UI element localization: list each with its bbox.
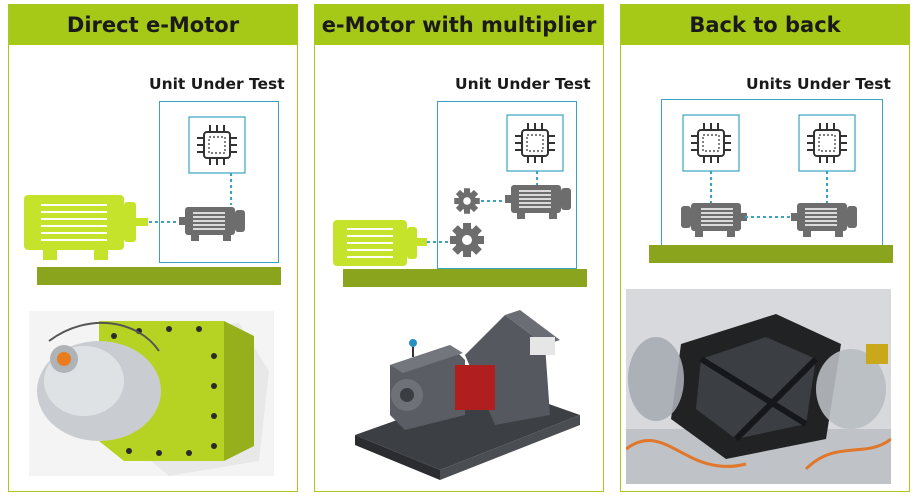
bench-base	[343, 269, 587, 287]
electric-motor-icon	[790, 202, 858, 238]
panel-title: e-Motor with multiplier	[315, 5, 603, 45]
chip-icon	[682, 114, 740, 172]
electric-motor-icon	[680, 202, 748, 238]
panel-title: Direct e-Motor	[9, 5, 297, 45]
panel-back-to-back: Back to back Units Under Test	[620, 4, 910, 492]
uut-label: Unit Under Test	[455, 75, 591, 93]
test-bench-photo	[626, 289, 891, 484]
chip-icon	[506, 114, 564, 172]
drive-diagram	[333, 114, 572, 266]
test-bench-render	[355, 310, 580, 480]
uut-label: Unit Under Test	[149, 75, 285, 93]
panel-direct-emotor: Direct e-Motor Unit Under Test	[8, 4, 298, 492]
electric-motor-icon	[504, 184, 572, 220]
gear-icon	[450, 223, 484, 257]
electric-motor-icon	[333, 220, 427, 266]
panel-emotor-multiplier: e-Motor with multiplier Unit Under Test	[314, 4, 604, 492]
uut-label: Units Under Test	[746, 75, 891, 93]
test-bench-photo	[29, 311, 274, 476]
gear-icon	[454, 188, 480, 214]
drive-diagram	[24, 116, 246, 260]
bench-base	[649, 245, 893, 263]
bench-base	[37, 267, 281, 285]
electric-motor-icon	[24, 195, 148, 260]
chip-icon	[188, 116, 246, 174]
electric-motor-icon	[178, 206, 246, 242]
uut-box	[159, 101, 279, 263]
drive-diagram	[680, 114, 858, 238]
uut-box	[437, 101, 577, 269]
chip-icon	[798, 114, 856, 172]
panel-title: Back to back	[621, 5, 909, 45]
